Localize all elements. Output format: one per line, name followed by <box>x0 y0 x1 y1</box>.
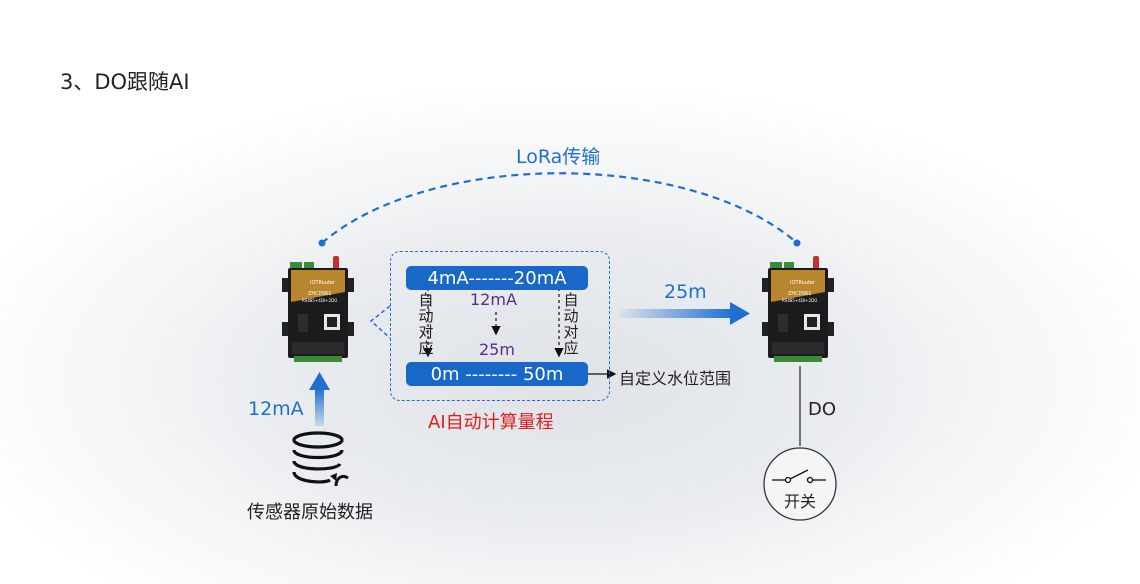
right-arrow-head <box>730 302 750 325</box>
auto-range-caption: AI自动计算量程 <box>428 412 554 433</box>
sensor-icon <box>290 428 354 496</box>
switch-label: 开关 <box>784 492 817 511</box>
input-range-pill: 4mA-------20mA <box>406 266 588 290</box>
lora-label: LoRa传输 <box>516 146 601 168</box>
auto-map-text-left: 自动对应 <box>418 291 434 357</box>
up-arrow-head <box>309 372 330 390</box>
output-point-value: 25m <box>479 340 515 359</box>
left-device-brand: IOTRouter <box>310 280 336 286</box>
lora-arc-end-dot <box>793 239 801 247</box>
background <box>0 90 1140 584</box>
sensor-label: 传感器原始数据 <box>247 502 373 523</box>
range-note: 自定义水位范围 <box>619 369 732 388</box>
lora-arc-start-dot <box>318 239 326 247</box>
callout-pointer <box>369 305 391 339</box>
right-device-brand: IOTRouter <box>790 280 816 286</box>
right-device-model: ZHC0561 <box>788 291 812 297</box>
mapping-box <box>390 251 610 401</box>
switch-icon <box>762 446 838 526</box>
do-output-label: DO <box>808 399 837 420</box>
left-device-model: ZHC0561 <box>308 291 332 297</box>
transmitted-value-label: 25m <box>664 281 707 303</box>
input-point-value: 12mA <box>470 290 517 309</box>
left-device-submodel: RS485+4DI+2DO <box>302 298 338 303</box>
auto-map-text-right: 自动对应 <box>563 291 579 357</box>
left-device: IOTRouter ZHC0561 RS485+4DI+2DO <box>278 252 358 362</box>
lora-arc <box>321 172 798 244</box>
right-device-submodel: RS485+4DI+2DO <box>782 298 818 303</box>
output-range-pill: 0m -------- 50m <box>406 362 588 386</box>
right-device: IOTRouter ZHC0561 RS485+4DI+2DO <box>758 252 838 362</box>
input-current-label: 12mA <box>248 398 304 420</box>
page-title: 3、DO跟随AI <box>60 70 190 94</box>
